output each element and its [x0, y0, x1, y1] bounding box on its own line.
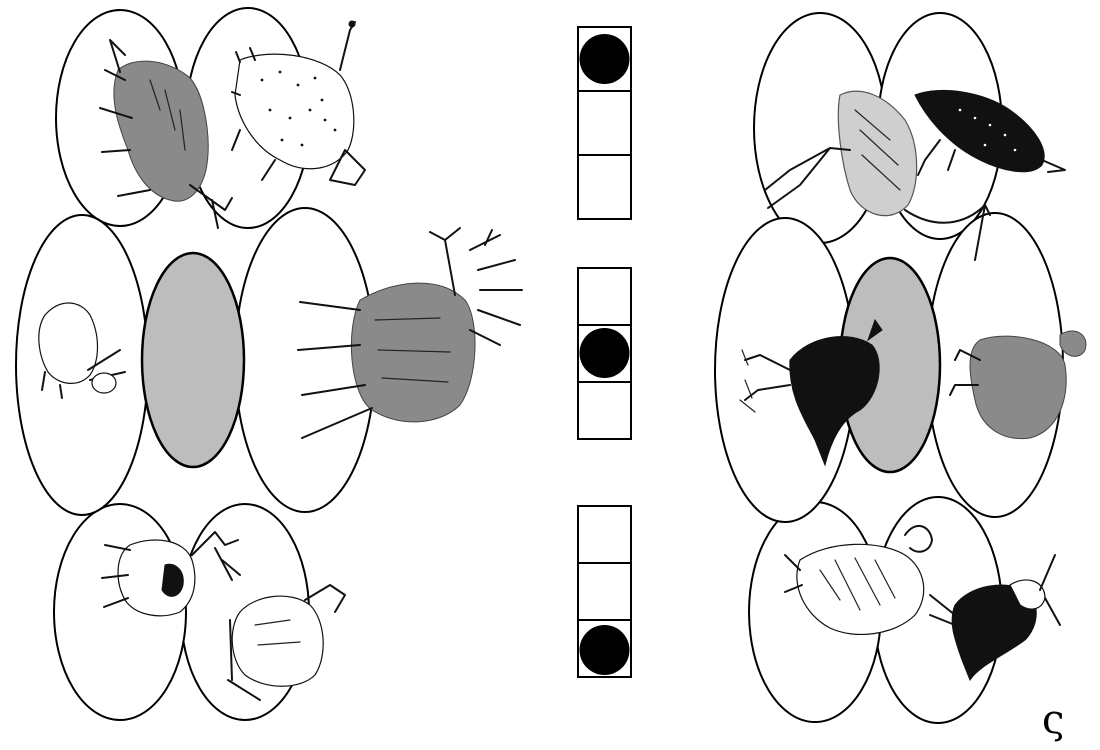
corner-mark: ς [1042, 697, 1065, 743]
heron-icon [764, 90, 991, 261]
legend-dot-3 [579, 625, 630, 675]
moose-icon [297, 227, 523, 439]
wolf-icon [99, 39, 233, 229]
hen-icon [949, 330, 1087, 440]
flower-center-left[interactable] [140, 251, 246, 469]
legend [577, 26, 632, 678]
goat-icon [101, 531, 241, 617]
legend-card-3[interactable] [577, 505, 632, 678]
legend-card-1[interactable] [577, 26, 632, 220]
hare-icon [38, 302, 126, 399]
dog-icon [227, 584, 346, 701]
lynx-icon [231, 20, 366, 186]
left-flower [15, 7, 523, 721]
grouse-icon [784, 525, 933, 635]
lapwing-icon [929, 554, 1061, 682]
legend-dot-1 [579, 34, 630, 84]
legend-card-2[interactable] [577, 267, 632, 440]
right-flower [714, 12, 1087, 724]
black-grouse-icon [739, 318, 883, 467]
starling-icon [914, 89, 1066, 176]
legend-dot-2 [579, 328, 630, 378]
